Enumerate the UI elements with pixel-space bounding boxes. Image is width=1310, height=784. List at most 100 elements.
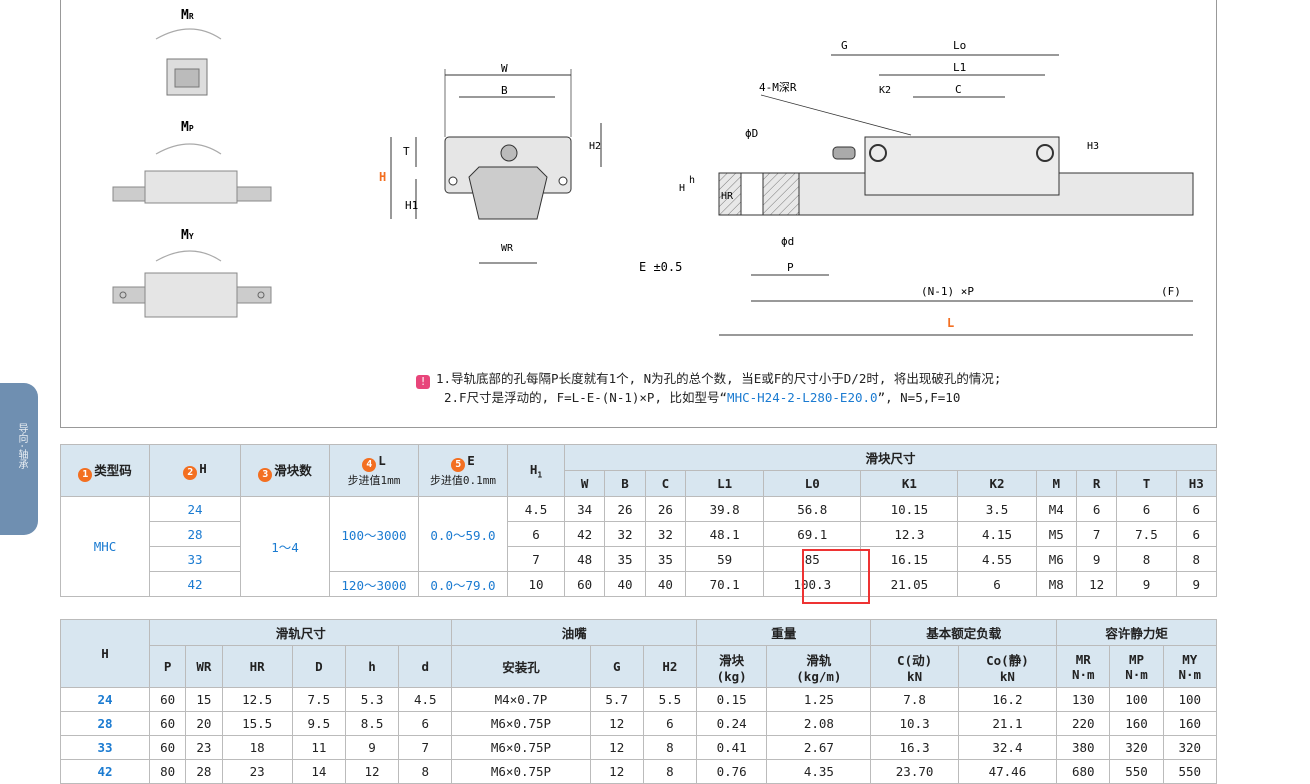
svg-text:H1: H1: [405, 199, 418, 212]
table-cell: 8: [1116, 546, 1177, 572]
table-cell: 6: [1075, 496, 1118, 522]
table-cell: 35: [604, 546, 646, 572]
side-category-tab[interactable]: 导向·轴承: [0, 383, 38, 535]
table-cell: 6: [1116, 496, 1177, 522]
model-example[interactable]: MHC-H24-2-L280-E20.0: [727, 390, 878, 405]
table-cell: 6: [957, 571, 1037, 597]
column-header: D: [291, 645, 346, 688]
table-cell: 40: [644, 571, 687, 597]
table-cell: 9: [1116, 571, 1177, 597]
table-cell: 12: [589, 735, 644, 760]
table-cell: 21.1: [957, 711, 1058, 736]
table-cell: 0.15: [696, 687, 768, 712]
table-cell: 10.15: [860, 496, 959, 522]
column-header: C: [644, 470, 687, 497]
h-value: 28: [149, 521, 241, 547]
table-cell: 9: [1075, 546, 1118, 572]
svg-text:ϕD: ϕD: [745, 127, 758, 140]
h-value: 33: [149, 546, 241, 572]
technical-drawing: MR MP MY W B H T H1 H2: [112, 8, 1194, 336]
l-range: 120～3000: [329, 571, 419, 597]
table-cell: 380: [1056, 735, 1111, 760]
table-cell: 80: [148, 759, 187, 784]
svg-text:MP: MP: [181, 120, 194, 135]
table-cell: 16.2: [957, 687, 1058, 712]
svg-text:ϕd: ϕd: [781, 235, 794, 248]
svg-text:H2: H2: [589, 141, 601, 152]
h-value: 33: [60, 735, 150, 760]
h-value: 42: [149, 571, 241, 597]
table-cell: 12: [344, 759, 400, 784]
svg-text:K2: K2: [879, 85, 891, 96]
table-cell: 1.25: [766, 687, 872, 712]
table-cell: 9: [344, 735, 400, 760]
table-cell: 4.5: [507, 496, 565, 522]
column-header: W: [563, 470, 606, 497]
table-cell: 8: [642, 735, 698, 760]
svg-text:L1: L1: [953, 61, 966, 74]
table-cell: 0.41: [696, 735, 768, 760]
table-cell: 550: [1162, 759, 1218, 784]
table-cell: 32: [644, 521, 687, 547]
column-header: B: [604, 470, 646, 497]
e-range: 0.0～79.0: [418, 571, 508, 597]
svg-text:(N-1) ×P: (N-1) ×P: [921, 285, 974, 298]
table-cell: 42: [563, 521, 606, 547]
column-header: M: [1035, 470, 1077, 497]
svg-text:h: h: [689, 175, 695, 186]
table-cell: 10.3: [870, 711, 959, 736]
h-value: 24: [149, 496, 241, 522]
table-cell: 12: [589, 711, 644, 736]
table-cell: 59: [685, 546, 765, 572]
table-cell: 12: [589, 759, 644, 784]
svg-text:WR: WR: [501, 243, 514, 254]
table-cell: 23: [185, 735, 223, 760]
table-cell: 6: [507, 521, 565, 547]
table-cell: 6: [1175, 496, 1218, 522]
cross-section-view: W B H T H1 H2 WR: [379, 62, 602, 264]
svg-text:4-M深R: 4-M深R: [759, 81, 797, 94]
table-cell: 550: [1109, 759, 1164, 784]
column-header: H2: [642, 645, 698, 688]
svg-text:C: C: [955, 83, 962, 96]
table-cell: M4: [1035, 496, 1077, 522]
table-cell: 9.5: [291, 711, 346, 736]
table-cell: 20: [185, 711, 223, 736]
svg-text:T: T: [403, 145, 410, 158]
drawing-notes: !1.导轨底部的孔每隔P长度就有1个, N为孔的总个数, 当E或F的尺寸小于D/…: [416, 370, 1001, 407]
column-header: 安装孔: [451, 645, 591, 688]
table-cell: 16.3: [870, 735, 959, 760]
table-cell: 7: [1075, 521, 1118, 547]
table-cell: 100.3: [763, 571, 862, 597]
table-cell: 23: [221, 759, 293, 784]
table-cell: 48.1: [685, 521, 765, 547]
table-cell: 32: [604, 521, 646, 547]
table-cell: M4×0.7P: [451, 687, 591, 712]
column-header: C(动)kN: [870, 645, 959, 688]
table-cell: 15.5: [221, 711, 293, 736]
table-cell: 680: [1056, 759, 1111, 784]
table-cell: 60: [148, 687, 187, 712]
circle-1-icon: 1: [78, 467, 93, 482]
column-header: d: [398, 645, 453, 688]
table-cell: 7: [398, 735, 453, 760]
table-cell: 12.3: [860, 521, 959, 547]
column-header: 滑块(kg): [696, 645, 768, 688]
table-cell: 48: [563, 546, 606, 572]
table-cell: M6×0.75P: [451, 735, 591, 760]
column-header: P: [148, 645, 187, 688]
svg-text:H: H: [679, 183, 685, 194]
table-cell: 47.46: [957, 759, 1058, 784]
table-cell: 8: [1175, 546, 1218, 572]
svg-text:W: W: [501, 62, 508, 75]
table-cell: 2.67: [766, 735, 872, 760]
table-cell: 12.5: [221, 687, 293, 712]
table-cell: 4.15: [957, 521, 1037, 547]
table-cell: 26: [604, 496, 646, 522]
table-cell: 0.24: [696, 711, 768, 736]
column-header: 滑轨(kg/m): [766, 645, 872, 688]
